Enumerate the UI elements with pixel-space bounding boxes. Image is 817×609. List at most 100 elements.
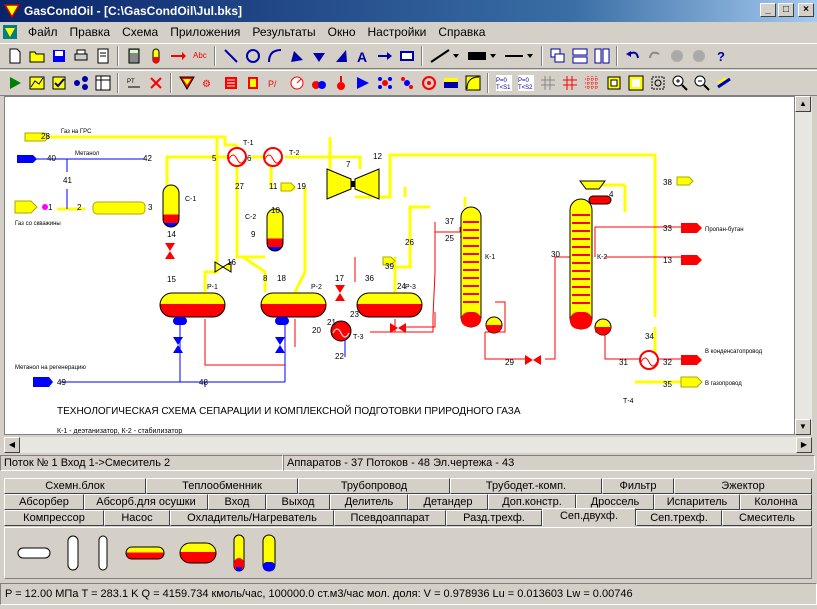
expander-compressor[interactable] bbox=[326, 168, 380, 200]
menu-help[interactable]: Справка bbox=[438, 24, 486, 39]
ejector-icon[interactable] bbox=[352, 73, 373, 94]
heat-exchanger-t1[interactable] bbox=[227, 147, 247, 167]
horizontal-scrollbar[interactable]: ◀ ▶ bbox=[4, 437, 812, 453]
sep-vertical-narrow-icon[interactable] bbox=[95, 535, 111, 571]
sep-horizontal-plain-icon[interactable] bbox=[17, 546, 51, 560]
heat-exchanger-t4[interactable] bbox=[639, 350, 659, 370]
circle-draw-icon[interactable] bbox=[242, 46, 263, 67]
tab-absorber[interactable]: Абсорбер bbox=[4, 494, 84, 510]
vertical-scrollbar[interactable]: ▲ ▼ bbox=[795, 96, 812, 435]
menu-file[interactable]: Файл bbox=[28, 24, 58, 39]
atoms-icon[interactable] bbox=[396, 73, 417, 94]
target-icon[interactable] bbox=[418, 73, 439, 94]
tab-filter[interactable]: Фильтр bbox=[602, 478, 674, 494]
valve-14[interactable] bbox=[165, 243, 175, 259]
line-draw-icon[interactable] bbox=[220, 46, 241, 67]
scroll-left-button[interactable]: ◀ bbox=[4, 437, 20, 453]
scroll-right-button[interactable]: ▶ bbox=[796, 437, 812, 453]
undo-icon[interactable] bbox=[622, 46, 643, 67]
layers-icon[interactable] bbox=[713, 73, 734, 94]
tab-throttle[interactable]: Дроссель bbox=[576, 494, 654, 510]
tab-pump[interactable]: Насос bbox=[104, 510, 170, 526]
grid-red-icon[interactable] bbox=[559, 73, 580, 94]
zoom-fit-icon[interactable] bbox=[647, 73, 668, 94]
sep-horizontal-large-icon[interactable] bbox=[179, 542, 217, 564]
polygon-icon[interactable] bbox=[308, 46, 329, 67]
separator-r3[interactable] bbox=[356, 292, 423, 318]
tab-pipe-component[interactable]: Трубодет.-комп. bbox=[450, 478, 602, 494]
maximize-button[interactable]: □ bbox=[778, 3, 794, 17]
separator-r2[interactable] bbox=[260, 292, 327, 325]
spellcheck-icon[interactable]: Abc bbox=[189, 46, 210, 67]
feed-methanol[interactable] bbox=[17, 155, 37, 163]
tab-extra-construct[interactable]: Доп.констр. bbox=[488, 494, 576, 510]
chart-icon[interactable] bbox=[26, 73, 47, 94]
line-width-icon[interactable] bbox=[501, 46, 537, 67]
tank-icon[interactable] bbox=[440, 73, 461, 94]
column-k2[interactable] bbox=[569, 180, 612, 336]
report-icon[interactable] bbox=[48, 73, 69, 94]
tab-absorber-drying[interactable]: Абсорб.для осушки bbox=[84, 494, 208, 510]
column-k1[interactable] bbox=[460, 206, 503, 334]
tab-mixer[interactable]: Смеситель bbox=[722, 510, 812, 526]
scroll-up-button[interactable]: ▲ bbox=[795, 96, 811, 112]
valve-17[interactable] bbox=[335, 285, 345, 301]
valve-r1[interactable] bbox=[173, 337, 183, 353]
tab-three-phase-split[interactable]: Разд.трехф. bbox=[446, 510, 542, 526]
copy-icon[interactable] bbox=[666, 46, 687, 67]
tab-pipeline[interactable]: Трубопровод bbox=[298, 478, 450, 494]
tile-h-icon[interactable] bbox=[569, 46, 590, 67]
grid-icon[interactable] bbox=[537, 73, 558, 94]
pt-icon[interactable]: PT bbox=[123, 73, 144, 94]
tab-input[interactable]: Вход bbox=[208, 494, 266, 510]
document-icon[interactable] bbox=[2, 24, 18, 40]
paste-icon[interactable] bbox=[688, 46, 709, 67]
fill-style-icon[interactable] bbox=[464, 46, 500, 67]
arrow-tool-icon[interactable] bbox=[374, 46, 395, 67]
align-icon[interactable] bbox=[603, 73, 624, 94]
tab-expander[interactable]: Детандер bbox=[408, 494, 488, 510]
outflow-13[interactable] bbox=[681, 255, 702, 265]
cascade-icon[interactable] bbox=[547, 46, 568, 67]
separator-c1[interactable] bbox=[162, 184, 180, 228]
menu-edit[interactable]: Правка bbox=[69, 24, 111, 39]
outflow-35[interactable] bbox=[680, 376, 703, 388]
tab-splitter[interactable]: Делитель bbox=[330, 494, 408, 510]
tab-cooler-heater[interactable]: Охладитель/Нагреватель bbox=[170, 510, 334, 526]
minimize-button[interactable]: _ bbox=[760, 3, 776, 17]
zoom-out-icon[interactable] bbox=[691, 73, 712, 94]
valve-16[interactable] bbox=[214, 261, 232, 273]
help-icon[interactable]: ? bbox=[710, 46, 731, 67]
menu-scheme[interactable]: Схема bbox=[122, 24, 159, 39]
frame-icon[interactable] bbox=[625, 73, 646, 94]
sep-vertical-plain-icon[interactable] bbox=[65, 535, 81, 571]
outflow-32[interactable] bbox=[681, 355, 702, 365]
redo-icon[interactable] bbox=[644, 46, 665, 67]
flask-icon[interactable] bbox=[330, 73, 351, 94]
line-style-icon[interactable] bbox=[427, 46, 463, 67]
molecule-icon[interactable] bbox=[374, 73, 395, 94]
valve-1[interactable] bbox=[390, 323, 406, 333]
scroll-down-button[interactable]: ▼ bbox=[795, 419, 811, 435]
app-icon[interactable] bbox=[4, 3, 20, 19]
save-icon[interactable] bbox=[48, 46, 69, 67]
outflow-33[interactable] bbox=[681, 223, 702, 233]
tab-pseudo[interactable]: Псевдоаппарат bbox=[334, 510, 446, 526]
flowsheet-canvas[interactable]: 28 40 42 41 1 2 3 5 6 27 11 19 10 12 9 1… bbox=[4, 96, 795, 435]
tab-heat-exchanger[interactable]: Теплообменник bbox=[146, 478, 298, 494]
drops-icon[interactable] bbox=[308, 73, 329, 94]
curve-icon[interactable] bbox=[462, 73, 483, 94]
outflow-19[interactable] bbox=[280, 182, 296, 192]
sep-horizontal-filled-icon[interactable] bbox=[125, 546, 165, 560]
image-icon[interactable] bbox=[396, 46, 417, 67]
preview-icon[interactable] bbox=[92, 46, 113, 67]
menu-results[interactable]: Результаты bbox=[252, 24, 316, 39]
menu-apps[interactable]: Приложения bbox=[170, 24, 241, 39]
tab-three-phase-sep[interactable]: Сеп.трехф. bbox=[636, 510, 722, 526]
gauge-icon[interactable] bbox=[286, 73, 307, 94]
open-icon[interactable] bbox=[26, 46, 47, 67]
tree-icon[interactable] bbox=[70, 73, 91, 94]
arc-draw-icon[interactable] bbox=[264, 46, 285, 67]
